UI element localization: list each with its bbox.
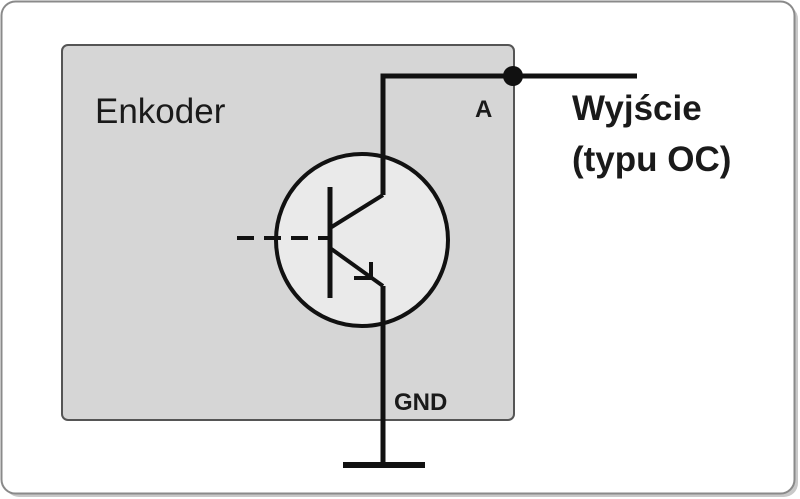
output-type: (typu OC) [572,140,732,179]
transistor-emitter-lead [328,246,385,288]
collector-wire [380,73,637,195]
emitter-arrow [354,262,373,280]
transistor-collector-lead [328,193,385,230]
ground-pin-label: GND [394,389,448,416]
output-junction-dot [503,66,523,86]
encoder-label: Enkoder [95,92,226,131]
output-title: Wyjście [572,89,702,128]
output-pin-label: A [475,96,493,123]
